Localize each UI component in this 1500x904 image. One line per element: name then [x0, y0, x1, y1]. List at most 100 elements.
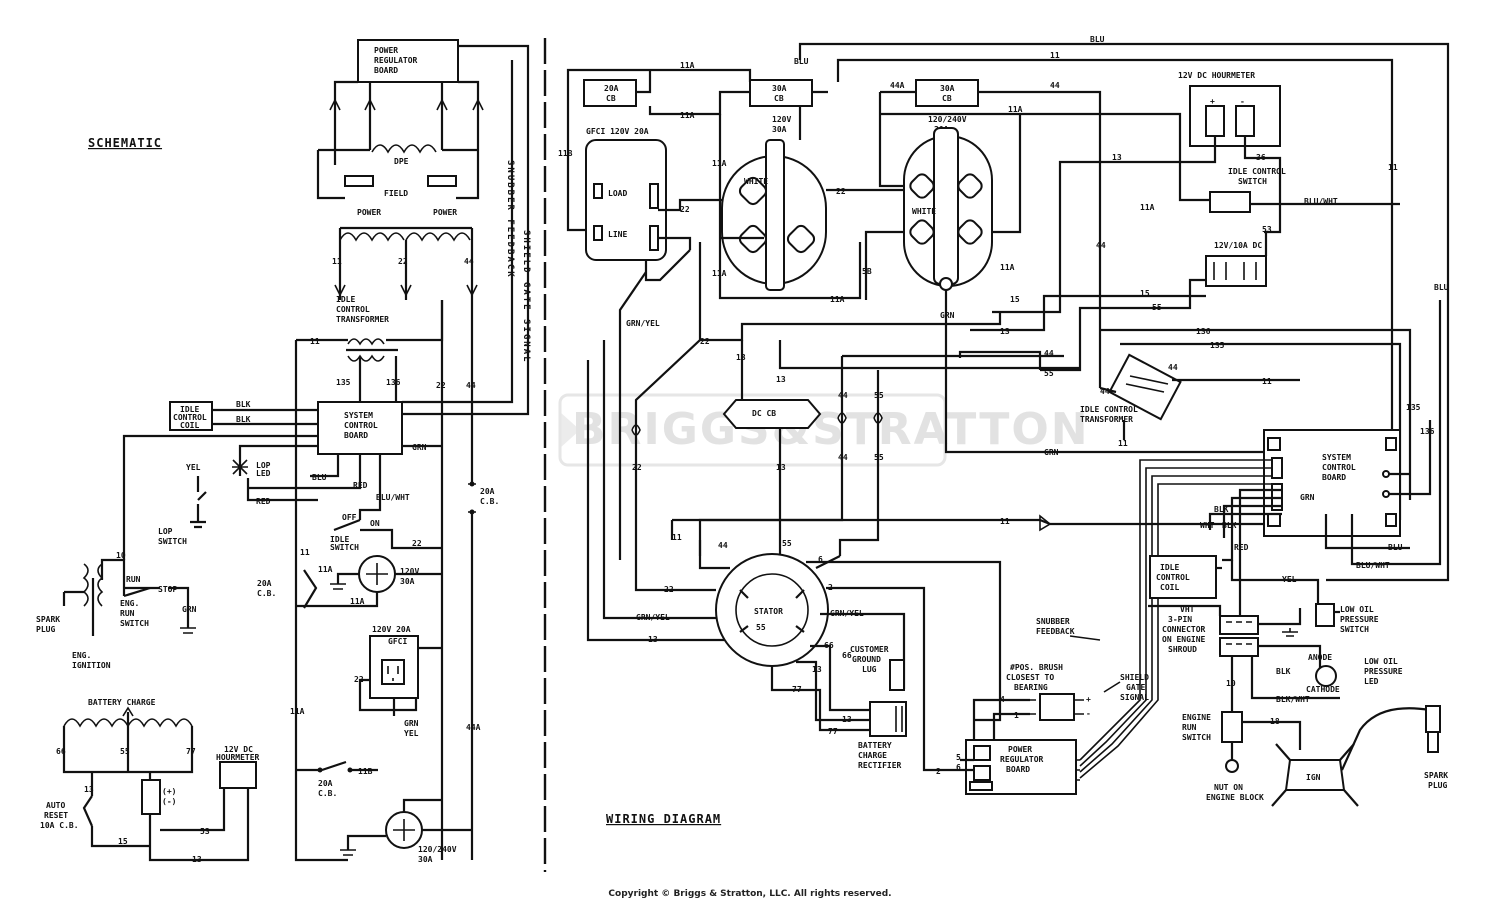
wd-low-oil-led — [1315, 665, 1337, 687]
sch-red-lop: RED — [256, 497, 271, 506]
wd-wht: WHT — [1200, 521, 1215, 530]
sch-lop-switch-l1: LOP — [158, 527, 173, 536]
wd-low-oil-pressure-switch — [1315, 603, 1335, 627]
sch-prb-line2: REGULATOR — [374, 56, 418, 65]
wd-cgl-l3: LUG — [862, 665, 877, 674]
wd-icc-l2: CONTROL — [1156, 573, 1190, 582]
wd-w6: 6 — [818, 555, 823, 564]
wd-ign: IGN — [1306, 773, 1321, 782]
wd-ics-l1: IDLE CONTROL — [1228, 167, 1286, 176]
wd-w135: 135 — [1210, 341, 1225, 350]
wd-w11a-r: 11A — [1008, 105, 1023, 114]
wd-lopl-l3: LED — [1364, 677, 1379, 686]
wd-w55-stator: 55 — [782, 539, 792, 548]
wd-nut-l2: ENGINE BLOCK — [1206, 793, 1264, 802]
sch-rect-minus: (-) — [162, 797, 176, 806]
watermark: BRIGGS&STRATTON — [558, 393, 1088, 467]
wd-bluwht: BLU/WHT — [1304, 197, 1338, 206]
sch-cb20-left-l1: 20A — [257, 579, 272, 588]
sch-w11-left: 11 — [300, 548, 310, 557]
wd-w13-dc3: 13 — [776, 463, 786, 472]
wd-customer-ground-lug — [889, 659, 905, 691]
sch-w53: 53 — [200, 827, 210, 836]
wd-12v10a-dc-cb — [1205, 255, 1267, 287]
sch-gfci-l1: 120V 20A — [372, 625, 411, 634]
wd-w44-v: 44 — [1096, 241, 1106, 250]
sch-w10: 10 — [116, 551, 126, 560]
wd-nut-l1: NUT ON — [1214, 783, 1243, 792]
wd-w5: 5 — [956, 753, 961, 762]
wd-grn: GRN — [940, 311, 955, 320]
wd-spark-l2: PLUG — [1428, 781, 1447, 790]
sch-cb20-top-l1: 20A — [480, 487, 495, 496]
wd-w136: 136 — [1196, 327, 1211, 336]
sch-gfci-l2: GFCI — [388, 637, 407, 646]
wd-grnyel-ground: GRN/YEL — [830, 609, 864, 618]
wd-brush-l3: BEARING — [1014, 683, 1048, 692]
wd-grn-2: GRN — [1044, 448, 1059, 457]
wd-w66b: 66 — [842, 651, 852, 660]
sch-idle-control-coil — [169, 401, 213, 431]
wd-cb30a-l1: 30A — [772, 84, 787, 93]
wd-dc-cb — [722, 399, 822, 429]
sch-hourmeter-l1: 12V DC — [224, 745, 253, 754]
sch-scb-line1: SYSTEM — [344, 411, 373, 420]
wd-shield-l1: SHIELD — [1120, 673, 1149, 682]
wd-3pin-l2: CONNECTOR — [1162, 625, 1206, 634]
sch-prb-line3: BOARD — [374, 66, 398, 75]
sch-w44a: 44A — [466, 723, 481, 732]
wd-dc-cb-label: DC CB — [752, 409, 776, 418]
wd-idle-control-transformer — [1108, 353, 1182, 421]
wd-bcr-l3: RECTIFIER — [858, 761, 902, 770]
sch-w11-xf: 11 — [310, 337, 320, 346]
wd-cb30a-r-l1: 30A — [940, 84, 955, 93]
wd-w13-stator: 13 — [648, 635, 658, 644]
sch-eng-run-l2: RUN — [120, 609, 135, 618]
sch-grn: GRN — [412, 443, 427, 452]
wd-w15: 15 — [1140, 289, 1150, 298]
sch-w135: 135 — [336, 378, 351, 387]
wd-hm-minus: - — [1240, 97, 1245, 106]
wd-w44: 44 — [1050, 81, 1060, 90]
sch-snubber-feedback: SNUBBER FEEDBACK — [505, 160, 515, 279]
sch-field-label: FIELD — [384, 189, 408, 198]
wd-prb-l3: BOARD — [1006, 765, 1030, 774]
wd-w10: 10 — [1226, 679, 1236, 688]
wd-blk: BLK — [1214, 505, 1229, 514]
sch-bluwht: BLU/WHT — [376, 493, 410, 502]
sch-blk1: BLK — [236, 400, 251, 409]
sch-hourmeter-l2: HOURMETER — [216, 753, 260, 762]
sch-grn2: GRN — [404, 719, 419, 728]
sch-w44: 44 — [464, 257, 474, 266]
wd-red: RED — [1234, 543, 1249, 552]
wd-w13-dc2: 13 — [776, 375, 786, 384]
wd-hm-plus: + — [1210, 97, 1215, 106]
sch-w11a-3: 11A — [290, 707, 305, 716]
wd-cb30a-l2: CB — [774, 94, 784, 103]
sch-red: RED — [353, 481, 368, 490]
sch-field-brush-right — [427, 175, 457, 187]
sch-grn-eng: GRN — [182, 605, 197, 614]
sch-system-control-board — [317, 401, 403, 455]
sch-rect-plus: (+) — [162, 787, 176, 796]
wd-w55-c: 55 — [874, 391, 884, 400]
sch-w55: 55 — [120, 747, 130, 756]
sch-w13-b: 13 — [192, 855, 202, 864]
wd-brush-l2: CLOSEST TO — [1006, 673, 1054, 682]
wd-w44-c: 44 — [838, 391, 848, 400]
sch-lop-switch-l2: SWITCH — [158, 537, 187, 546]
sch-w22-c: 22 — [436, 381, 446, 390]
wd-blu-r: BLU — [1434, 283, 1449, 292]
wd-prb-l1: POWER — [1008, 745, 1032, 754]
wd-ers-l3: SWITCH — [1182, 733, 1211, 742]
sch-yel2: YEL — [404, 729, 419, 738]
sch-icc-line1: IDLE — [180, 405, 199, 414]
wd-3pin-l4: SHROUD — [1168, 645, 1197, 654]
wd-w5b: 5B — [862, 267, 872, 276]
wd-shield-l3: SIGNAL — [1120, 693, 1149, 702]
sch-eng-ign-l2: IGNITION — [72, 661, 111, 670]
wd-w2b: 2 — [936, 767, 941, 776]
wd-cb20a-l2: CB — [606, 94, 616, 103]
wd-w13-dc: 13 — [736, 353, 746, 362]
